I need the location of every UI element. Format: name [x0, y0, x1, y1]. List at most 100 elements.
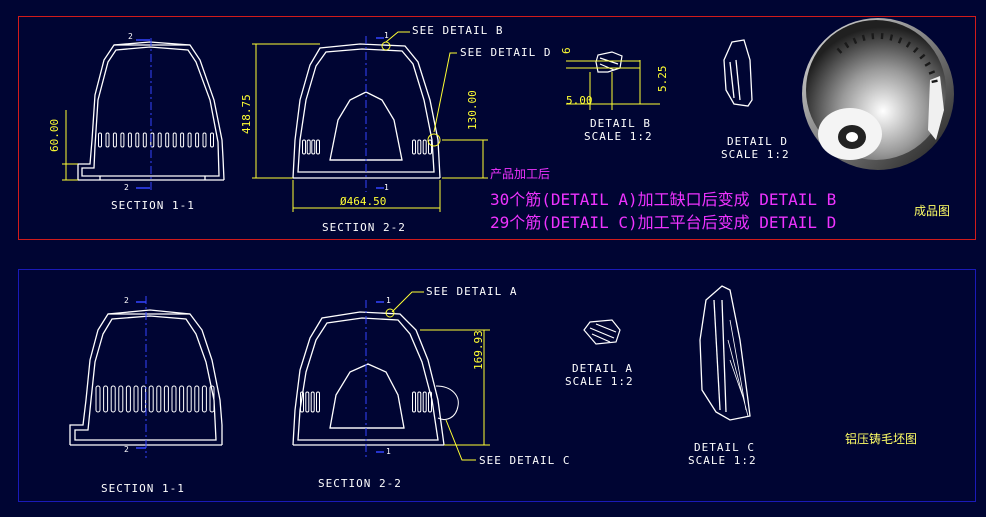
vent-slot	[412, 391, 416, 413]
bottom-mark-2-lower: 2	[124, 445, 130, 454]
vent-slot	[316, 139, 320, 155]
detail-b-dim-6: 6	[560, 47, 573, 54]
note-line-1: 30个筋(DETAIL A)加工缺口后变成 DETAIL B	[490, 190, 837, 209]
top-section-2-2-label: SECTION 2-2	[322, 221, 406, 234]
vent-slot	[186, 385, 192, 413]
detail-b-dim-525: 5.25	[656, 65, 669, 93]
render-vent	[931, 79, 938, 84]
vent-slot	[180, 132, 185, 148]
top-mark-1-upper: 1	[384, 31, 390, 40]
bottom-section-2-2-slots	[300, 391, 432, 413]
vent-slot	[156, 385, 162, 413]
vent-slot	[133, 385, 139, 413]
vent-slot	[306, 139, 311, 155]
detail-b-scale: SCALE 1:2	[584, 130, 653, 143]
vent-slot	[422, 139, 427, 155]
vent-slot	[148, 385, 154, 413]
vent-slot	[172, 132, 177, 148]
detail-c-drawing	[699, 285, 751, 421]
top-dim-464: Ø464.50	[340, 195, 387, 208]
bottom-detail-a-callout	[385, 308, 395, 318]
vent-slot	[428, 139, 432, 155]
vent-slot	[157, 132, 162, 148]
top-section-1-1-drawing	[77, 41, 225, 181]
bottom-mark-2-upper: 2	[124, 296, 130, 305]
render-vent	[889, 34, 894, 41]
detail-d-scale: SCALE 1:2	[721, 148, 790, 161]
vent-slot	[310, 391, 315, 413]
top-s22-dim-lines	[252, 31, 488, 212]
bottom-dim-169: 169.93	[472, 330, 485, 370]
render-vent	[905, 41, 911, 48]
render-vent	[871, 33, 875, 40]
bottom-see-detail-a: SEE DETAIL A	[426, 285, 518, 298]
top-detail-d-callout	[427, 133, 441, 147]
finished-product-render	[802, 18, 954, 170]
detail-c-label: DETAIL C	[694, 441, 755, 454]
vent-slot	[302, 139, 306, 155]
vent-slot	[194, 385, 200, 413]
vent-slot	[142, 132, 147, 148]
vent-slot	[135, 132, 140, 148]
detail-b-drawing	[595, 51, 623, 73]
top-section-2-2-slots	[302, 139, 432, 155]
render-vent	[912, 46, 919, 54]
vent-slot	[210, 132, 214, 148]
vent-slot	[311, 139, 316, 155]
die-cast-blank-label: 铝压铸毛坯图	[845, 432, 918, 446]
bottom-section-1-1-drawing	[69, 309, 223, 446]
top-detail-b-callout	[381, 41, 391, 51]
vent-slot	[118, 385, 124, 413]
vent-slot	[202, 132, 207, 148]
detail-d-drawing	[723, 39, 753, 107]
vent-slot	[127, 132, 132, 148]
top-see-detail-d: SEE DETAIL D	[460, 46, 552, 59]
vent-slot	[95, 385, 101, 413]
render-vent	[852, 37, 858, 45]
render-vent	[861, 34, 866, 42]
bottom-section-1-1-label: SECTION 1-1	[101, 482, 185, 495]
bottom-mark-1-lower: 1	[386, 447, 392, 456]
vent-slot	[300, 391, 304, 413]
detail-a-label: DETAIL A	[572, 362, 633, 375]
note-title: 产品加工后	[490, 167, 551, 181]
top-dim-418: 418.75	[240, 94, 253, 134]
vent-slot	[209, 385, 215, 413]
vent-slot	[195, 132, 200, 148]
vent-slot	[165, 132, 170, 148]
vent-slot	[103, 385, 109, 413]
bottom-section-2-2-label: SECTION 2-2	[318, 477, 402, 490]
vent-slot	[110, 385, 116, 413]
detail-a-drawing	[583, 319, 621, 345]
top-mark-1-lower: 1	[384, 183, 390, 192]
section-markers	[136, 37, 384, 453]
top-dim-60: 60.00	[48, 118, 61, 152]
vent-slot	[141, 385, 147, 413]
top-section-1-1-label: SECTION 1-1	[111, 199, 195, 212]
detail-a-scale: SCALE 1:2	[565, 375, 634, 388]
render-vent	[836, 47, 843, 54]
render-vent	[928, 70, 936, 75]
detail-b-dims	[566, 60, 660, 110]
top-see-detail-b: SEE DETAIL B	[412, 24, 504, 37]
detail-b-label: DETAIL B	[590, 117, 651, 130]
vent-slot	[163, 385, 169, 413]
render-vent	[897, 37, 903, 44]
top-mark-2-lower: 2	[124, 183, 130, 192]
top-s11-dim-60-lines	[62, 110, 78, 181]
note-line-2: 29个筋(DETAIL C)加工平台后变成 DETAIL D	[490, 213, 837, 232]
render-vent	[924, 61, 931, 67]
render-vent	[919, 53, 926, 60]
finished-product-label: 成品图	[914, 204, 951, 218]
bottom-mark-1-upper: 1	[386, 296, 392, 305]
finished-product-vents	[836, 33, 938, 84]
top-mark-2-upper: 2	[128, 32, 134, 41]
detail-b-dim-5: 5.00	[566, 94, 593, 107]
vent-slot	[98, 132, 102, 148]
vent-slot	[201, 385, 207, 413]
vent-slot	[171, 385, 177, 413]
render-vent	[844, 41, 850, 49]
vent-slot	[112, 132, 117, 148]
